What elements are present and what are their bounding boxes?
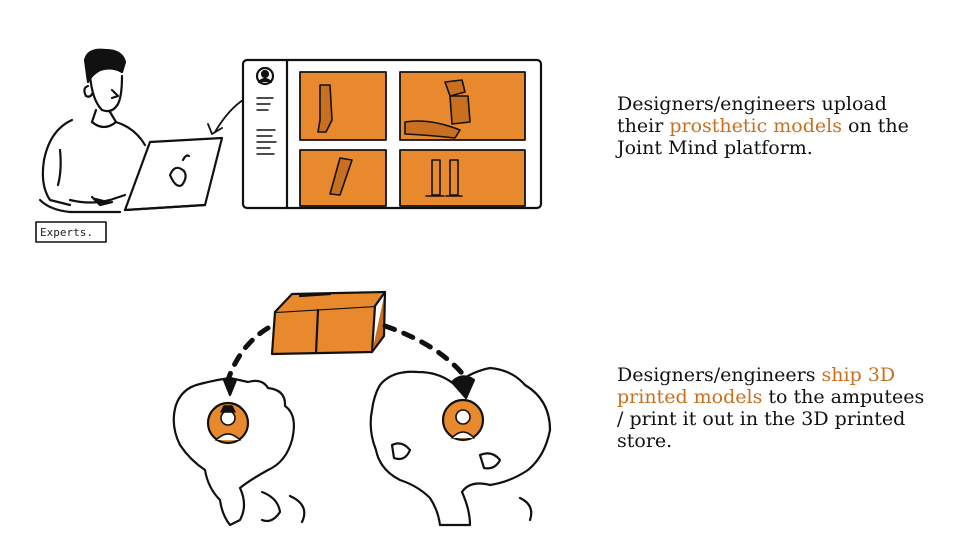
designer-avatar-icon	[206, 401, 250, 445]
step-1-caption-text: Designers/engineers upload their	[617, 93, 887, 137]
package-box-icon	[270, 290, 387, 356]
shipping-path-right	[382, 323, 469, 381]
upload-arrow	[214, 99, 244, 133]
platform-screen-icon	[241, 58, 543, 210]
illustration: Experts.	[35, 48, 552, 527]
step-2-caption-text: Designers/engineers	[617, 364, 822, 386]
world-map-icon	[172, 366, 552, 527]
step-1-caption-tail: on the Joint Mind platform.	[617, 115, 909, 159]
shipping-path-left	[225, 325, 271, 383]
experts-label-text: Experts.	[40, 226, 93, 239]
step-2-caption: Designers/engineers ship 3D printed mode…	[617, 364, 927, 452]
step-2-caption-tail: to the amputees / print it out in the 3D…	[617, 386, 925, 452]
amputee-avatar-icon	[441, 398, 485, 442]
person-with-laptop-icon	[38, 48, 224, 214]
step-1-caption: Designers/engineers upload their prosthe…	[617, 93, 927, 159]
step-1-caption-highlight: prosthetic models	[669, 115, 842, 137]
step-2-caption-highlight: ship 3D printed models	[617, 364, 896, 408]
experts-label	[35, 221, 107, 243]
